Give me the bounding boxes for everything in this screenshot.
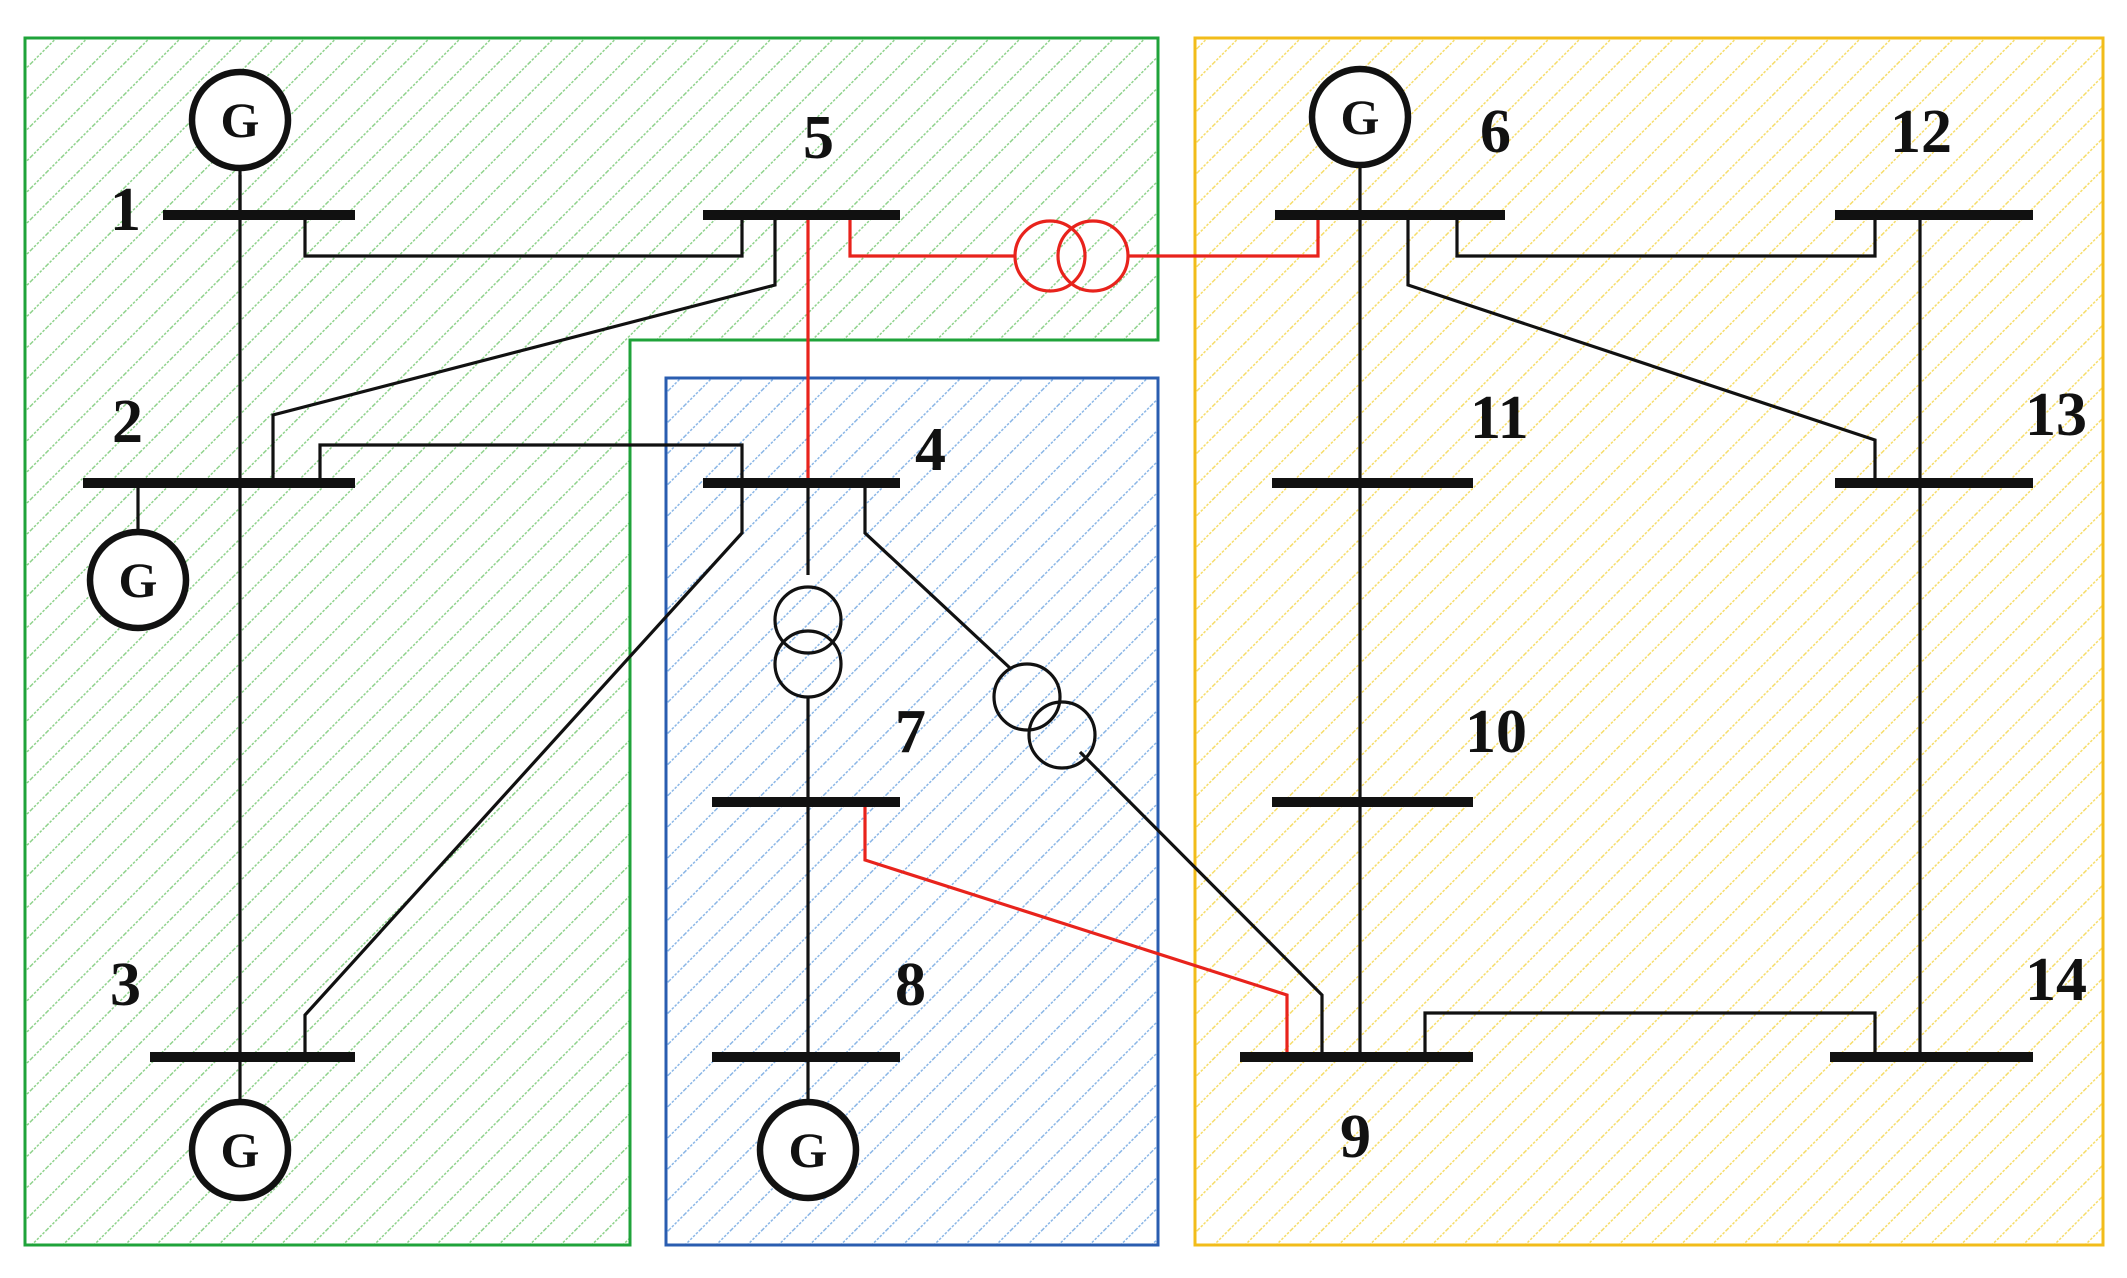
bus-label-6: 6 — [1480, 98, 1511, 166]
generator-symbol: G — [789, 1122, 828, 1178]
bus-label-1: 1 — [110, 176, 141, 244]
generator-icon — [188, 1098, 292, 1202]
area-green — [23, 36, 1160, 1247]
generator-symbol: G — [221, 92, 260, 148]
generator-icon — [86, 528, 190, 632]
branch-2-4 — [318, 443, 744, 483]
generator-icon — [756, 1098, 860, 1202]
branch-1-5 — [303, 215, 744, 258]
bus-label-7: 7 — [895, 698, 926, 766]
xfmr-4-9-wire — [863, 483, 1012, 670]
branch-2-5 — [271, 215, 777, 483]
bus-labels: 1 2 3 4 5 6 7 8 9 10 11 12 13 14 — [110, 98, 2087, 1171]
bus-label-13: 13 — [2025, 381, 2087, 449]
area-blue — [664, 376, 1160, 1247]
transformer-5-6 — [1013, 219, 1130, 293]
generator-1: G — [188, 68, 292, 172]
bus-label-8: 8 — [895, 951, 926, 1019]
bus-label-9: 9 — [1340, 1103, 1371, 1171]
generator-symbol: G — [221, 1122, 260, 1178]
generator-8: G — [756, 1098, 860, 1202]
bus-label-3: 3 — [110, 951, 141, 1019]
branch-lines — [136, 160, 1922, 1110]
generator-3: G — [188, 1098, 292, 1202]
branch-9-14 — [1423, 1011, 1877, 1057]
generator-symbol: G — [1341, 89, 1380, 145]
tie-5-6-b — [1128, 215, 1320, 258]
bus-label-10: 10 — [1465, 698, 1527, 766]
tie-lines — [806, 215, 1320, 1057]
tie-5-6-a — [848, 215, 1015, 258]
bus-label-2: 2 — [112, 388, 143, 456]
area-yellow — [1193, 36, 2105, 1247]
bus-label-12: 12 — [1890, 98, 1952, 166]
bus-bars — [83, 210, 2033, 1062]
generator-icon — [1308, 65, 1412, 169]
bus-label-14: 14 — [2025, 946, 2087, 1014]
xfmr-4-9-wire-b — [1078, 750, 1324, 1057]
bus-label-4: 4 — [915, 416, 946, 484]
generator-symbol: G — [119, 552, 158, 608]
bus-label-11: 11 — [1470, 384, 1529, 452]
generator-icon — [188, 68, 292, 172]
branch-6-12 — [1455, 215, 1877, 258]
transformer-4-7 — [773, 585, 843, 699]
branch-6-13 — [1406, 215, 1877, 483]
branch-3-4 — [303, 483, 744, 1057]
generator-2: G — [86, 528, 190, 632]
transformer-4-9 — [992, 662, 1097, 770]
tie-7-9 — [863, 802, 1289, 1057]
bus-label-5: 5 — [803, 104, 834, 172]
generator-6: G — [1308, 65, 1412, 169]
